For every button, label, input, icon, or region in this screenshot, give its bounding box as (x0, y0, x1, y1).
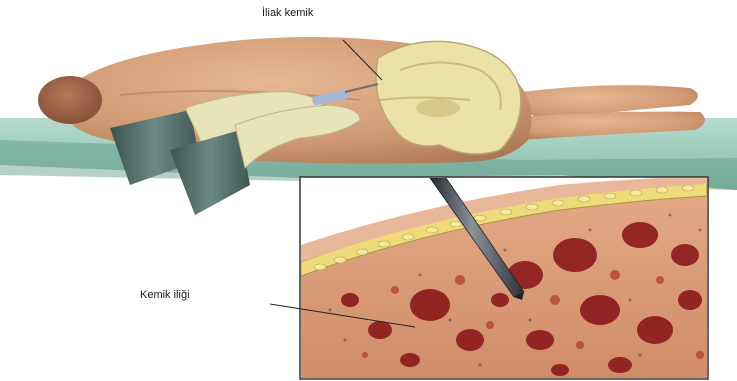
patient-head (38, 76, 102, 124)
marrow-inset (300, 176, 708, 379)
bone-marrow-label: Kemik iliği (140, 289, 190, 301)
iliac-bone-label: İliak kemik (262, 7, 313, 19)
